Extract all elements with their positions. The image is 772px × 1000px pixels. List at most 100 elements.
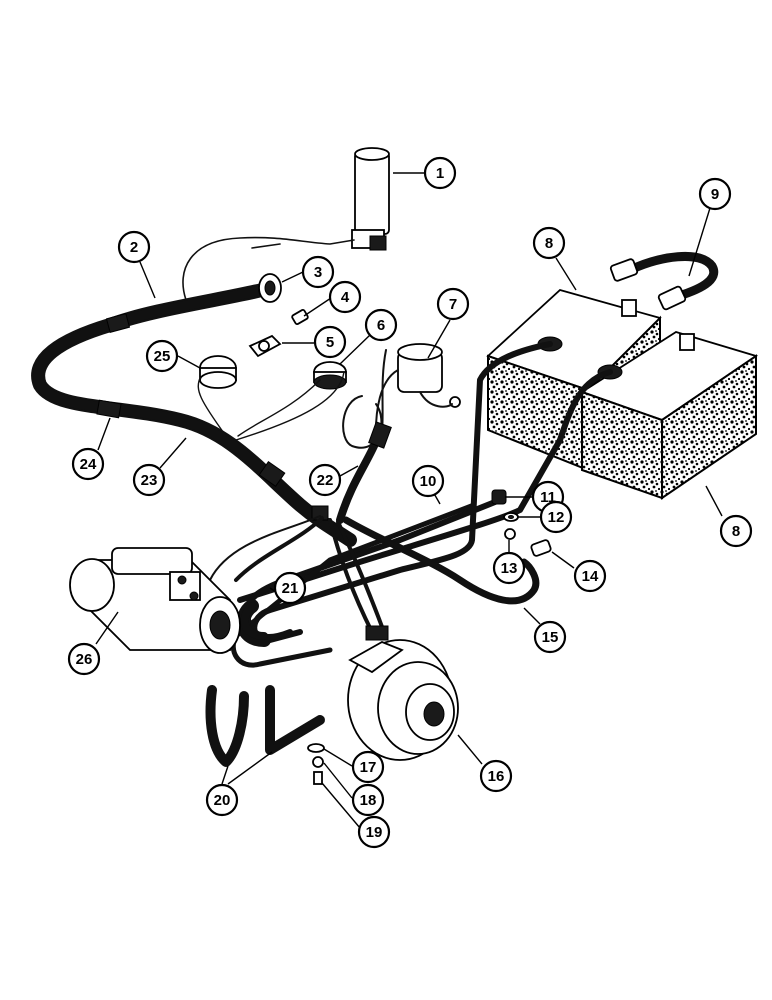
washer-17-part [307,743,325,753]
callout-circle [698,177,732,211]
starter-motor-part [69,547,241,654]
callout-c25: 25 [145,339,179,373]
callout-c2: 2 [117,230,151,264]
callout-label: 19 [366,824,383,841]
callout-label: 24 [80,456,97,473]
callout-circle [573,559,607,593]
callout-c6: 6 [364,308,398,342]
relay-part [397,343,461,408]
callout-c8b: 8 [719,514,753,548]
callout-label: 18 [360,792,377,809]
callout-circle [145,339,179,373]
callout-label: 3 [314,264,322,281]
callout-c3: 3 [301,255,335,289]
callout-circle [117,230,151,264]
callout-label: 23 [141,472,158,489]
callout-circle [492,551,526,585]
washer-12-part [503,512,519,522]
callout-label: 14 [582,568,599,585]
callout-label: 15 [542,629,559,646]
callout-circle [532,226,566,260]
callout-label: 1 [436,165,444,182]
callout-c17: 17 [351,750,385,784]
callout-c26: 26 [67,642,101,676]
callout-label: 2 [130,239,138,256]
elbow-part [248,334,282,358]
callout-c8a: 8 [532,226,566,260]
nut-18-part [312,756,324,768]
callout-circle [351,783,385,817]
callout-circle [411,464,445,498]
callout-circle [539,500,573,534]
callout-label: 5 [326,334,334,351]
callout-circle [205,783,239,817]
callout-c13: 13 [492,551,526,585]
hose-21-part [236,599,271,647]
sender-14-part [530,539,552,557]
clamp-11-part [491,489,507,505]
callout-circle [533,620,567,654]
ignition-switch-part [351,147,390,251]
callout-label: 8 [545,235,553,252]
callout-circle [313,325,347,359]
callout-label: 20 [214,792,231,809]
callout-c1: 1 [423,156,457,190]
alternator-part [347,625,459,761]
callout-label: 13 [501,560,518,577]
switch-6-part [313,361,347,390]
callout-label: 6 [377,317,385,334]
callout-c22: 22 [308,463,342,497]
callout-c14: 14 [573,559,607,593]
callout-circle [301,255,335,289]
callout-label: 21 [282,580,299,597]
callout-circle [479,759,513,793]
nut-13-part [504,528,516,540]
callout-label: 16 [488,768,505,785]
bolt-19-part [313,771,323,785]
callout-circle [364,308,398,342]
battery-front [579,331,759,500]
callout-circle [423,156,457,190]
ground-straps-20 [205,685,325,767]
callout-c23: 23 [132,463,166,497]
sender-25-part [199,355,237,389]
callout-c24: 24 [71,447,105,481]
callout-label: 25 [154,348,171,365]
callout-circle [436,287,470,321]
cable-loom-22 [336,395,392,524]
callout-circle [71,447,105,481]
callout-label: 4 [341,289,350,306]
callout-c10: 10 [411,464,445,498]
callout-circle [719,514,753,548]
callout-c20: 20 [205,783,239,817]
callout-c18: 18 [351,783,385,817]
callout-label: 22 [317,472,334,489]
callout-circle [308,463,342,497]
main-harness [31,283,357,547]
callout-c12: 12 [539,500,573,534]
callout-c4: 4 [328,280,362,314]
fitting-part [291,309,309,325]
callout-label: 7 [449,296,457,313]
callout-label: 9 [711,186,719,203]
callout-label: 17 [360,759,377,776]
callout-circle [273,571,307,605]
callout-label: 26 [76,651,93,668]
callout-circle [328,280,362,314]
callout-circle [357,815,391,849]
callout-label: 10 [420,473,437,490]
callout-c5: 5 [313,325,347,359]
callout-circle [351,750,385,784]
callout-c16: 16 [479,759,513,793]
callout-circle [67,642,101,676]
callout-c21: 21 [273,571,307,605]
ground-strap-15 [342,516,540,605]
grommet-part [258,273,282,303]
callout-c9: 9 [698,177,732,211]
callout-c19: 19 [357,815,391,849]
callout-label: 12 [548,509,565,526]
callout-c15: 15 [533,620,567,654]
